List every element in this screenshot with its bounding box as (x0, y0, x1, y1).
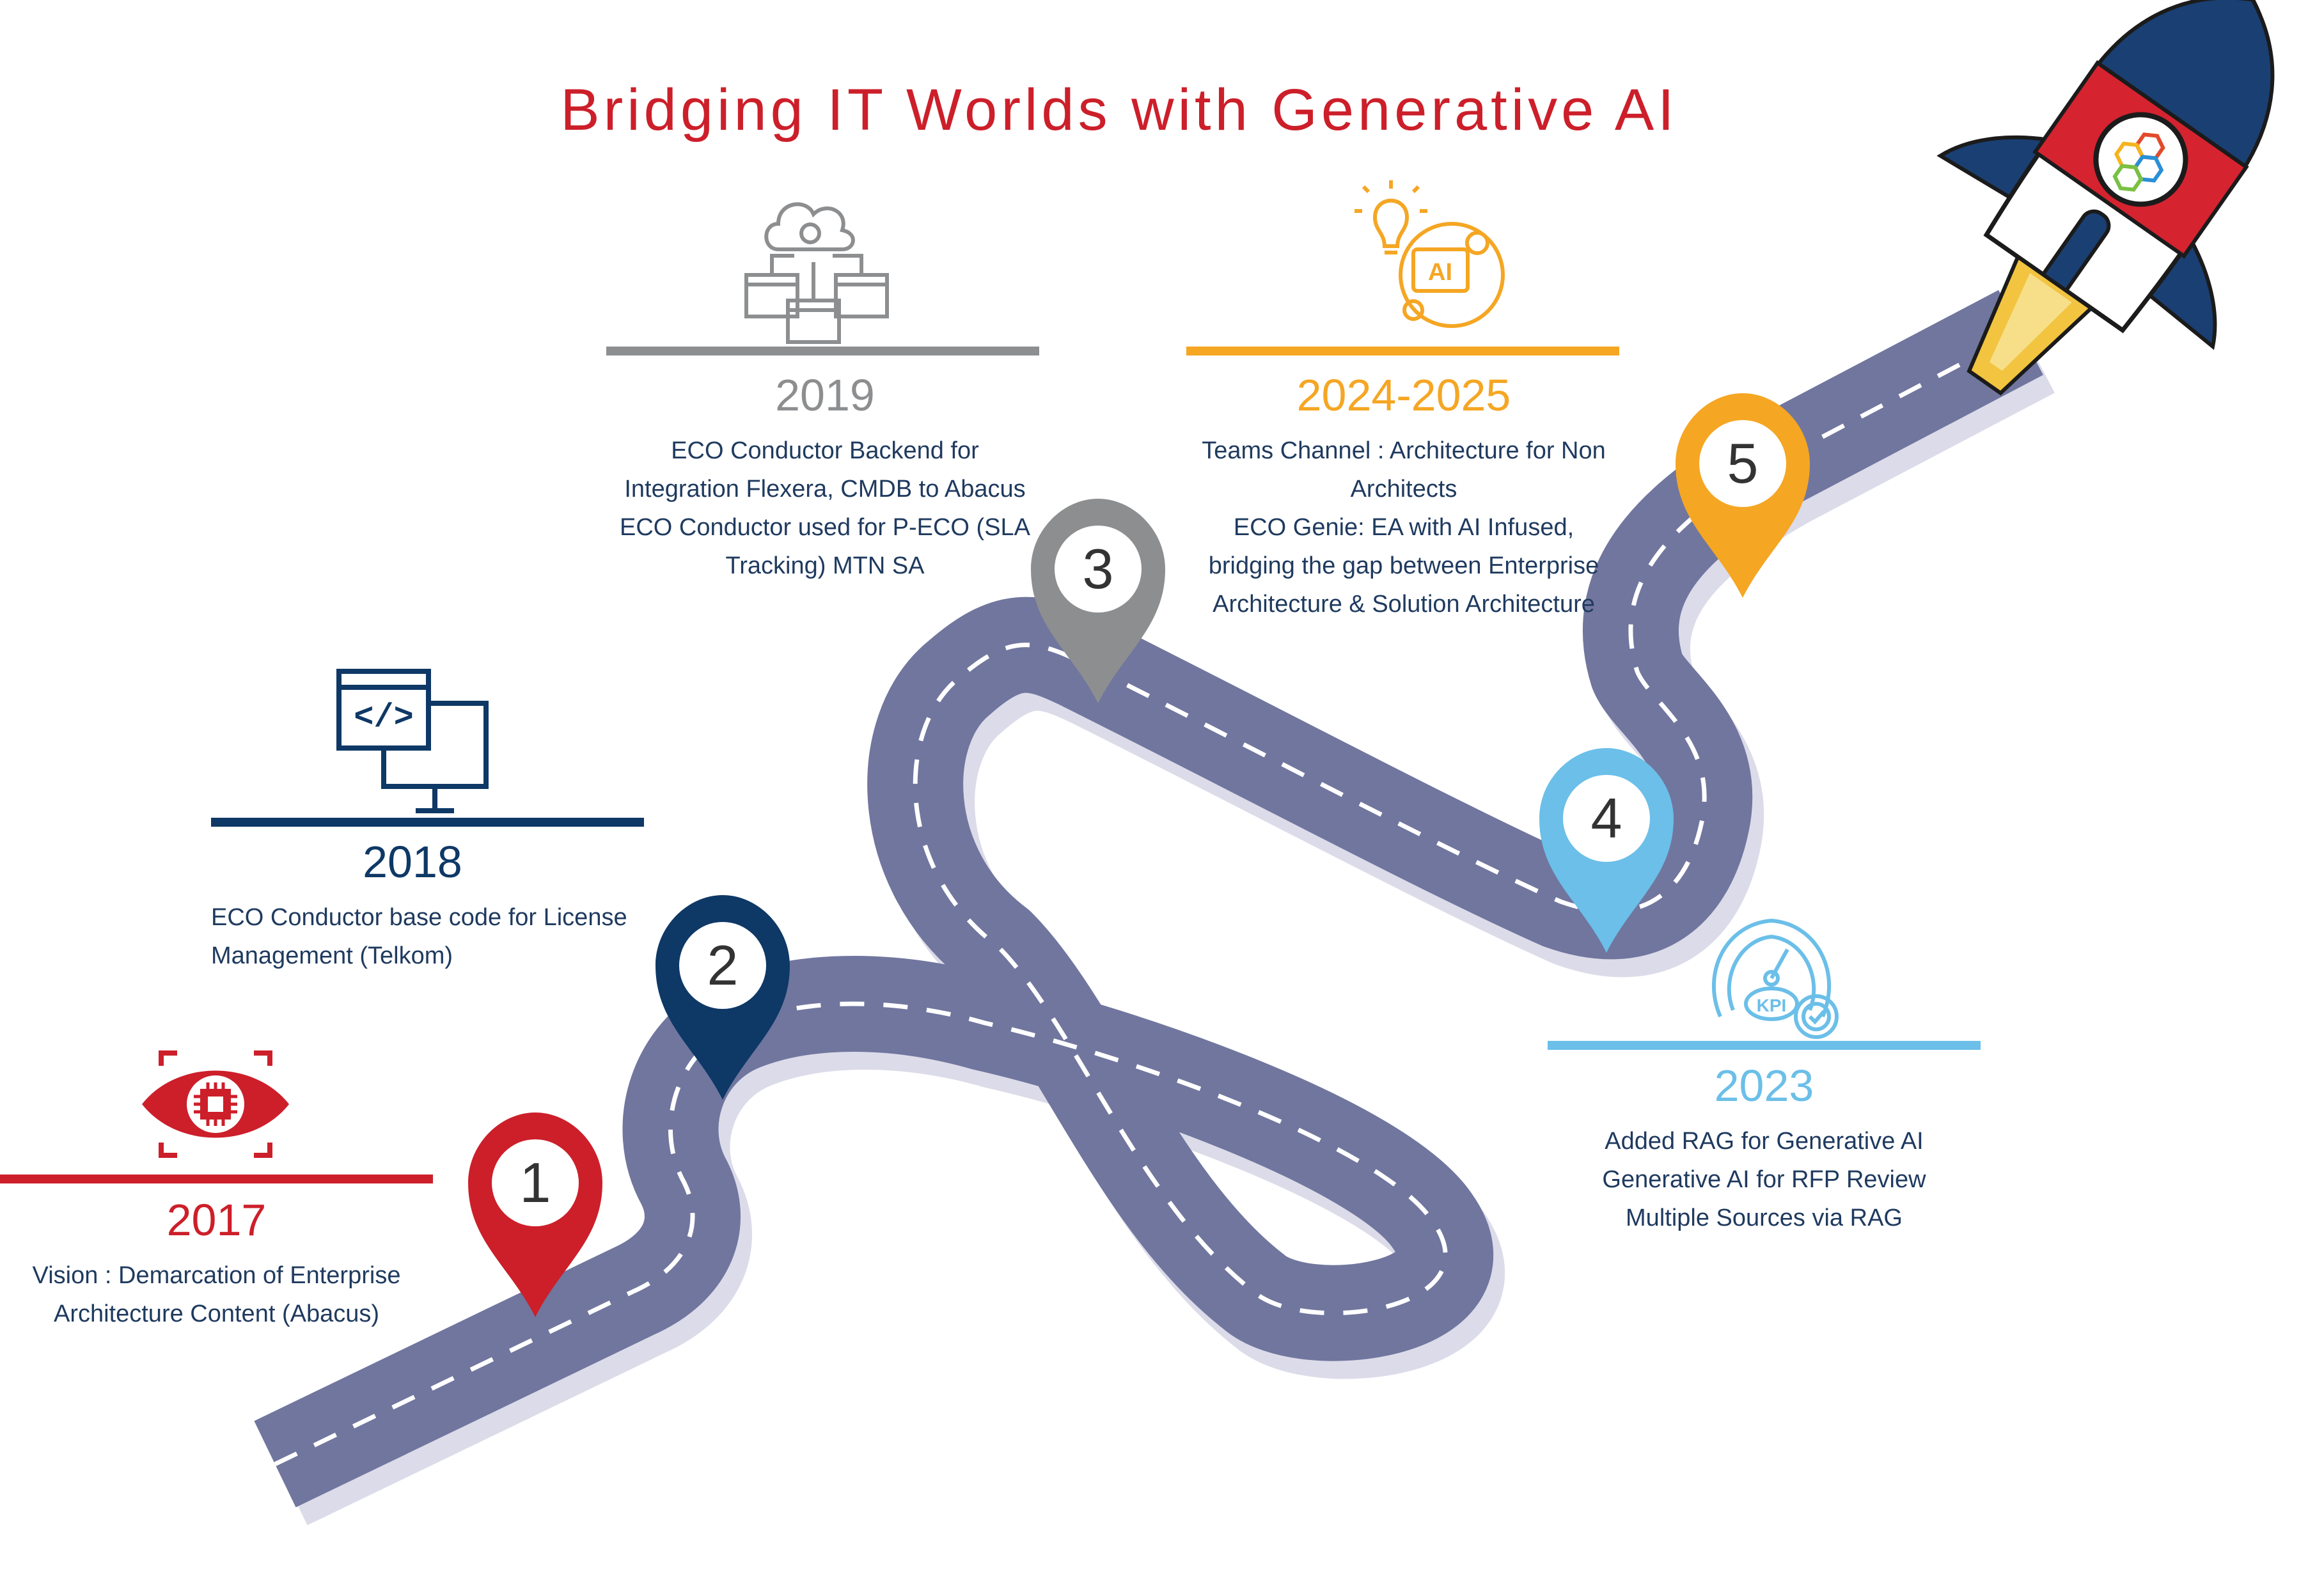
description-line: Vision : Demarcation of Enterprise (32, 1262, 401, 1289)
description-line: ECO Conductor base code for License (211, 904, 627, 931)
location-pin-2: 2 (656, 895, 790, 1100)
kpi-gauge-icon: KPI (1712, 918, 1839, 1039)
pin-center (1563, 775, 1650, 862)
description-line: ECO Conductor used for P-ECO (SLA (619, 514, 1031, 541)
milestone-2019: 2019 ECO Conductor Backend for Integrati… (582, 371, 1068, 585)
location-pin-1: 1 (468, 1112, 602, 1317)
timeline-bar-2024-2025 (1186, 347, 1619, 355)
page-title: Bridging IT Worlds with Generative AI (560, 77, 1678, 143)
description-line: Generative AI for RFP Review (1602, 1166, 1926, 1193)
svg-text:KPI: KPI (1757, 995, 1787, 1015)
location-pin-5: 5 (1676, 393, 1810, 598)
svg-text:AI: AI (1428, 259, 1452, 286)
pin-center (679, 922, 766, 1009)
location-pin-4: 4 (1539, 748, 1674, 953)
milestone-year: 2023 (1714, 1061, 1814, 1111)
pin-number: 5 (1727, 432, 1759, 495)
timeline-bar-2019 (606, 347, 1039, 355)
description-line: Architecture & Solution Architecture (1213, 591, 1595, 618)
pin-number: 2 (707, 933, 739, 997)
milestone-year: 2019 (775, 370, 875, 420)
description-line: Teams Channel : Architecture for Non (1202, 437, 1606, 464)
milestone-2017: 2017 Vision : Demarcation of Enterprise … (0, 1196, 433, 1333)
timeline-bar-2023 (1548, 1041, 1981, 1050)
milestone-2018: 2018 ECO Conductor base code for License… (211, 838, 644, 975)
description-line: Added RAG for Generative AI (1605, 1128, 1924, 1155)
pin-number: 3 (1083, 537, 1114, 600)
description-line: Integration Flexera, CMDB to Abacus (624, 476, 1026, 503)
svg-text:</>: </> (354, 699, 414, 737)
hexagon-logo-icon (2112, 132, 2165, 192)
cloud-integration-icon (744, 202, 889, 344)
description-line: Architects (1350, 476, 1457, 503)
pin-number: 1 (520, 1151, 551, 1214)
milestone-description: Vision : Demarcation of Enterprise Archi… (0, 1256, 433, 1333)
road-surface (254, 290, 2043, 1508)
description-line: Multiple Sources via RAG (1626, 1205, 1903, 1231)
description-line: Tracking) MTN SA (725, 552, 925, 579)
milestone-year: 2017 (166, 1195, 267, 1245)
description-line: Architecture Content (Abacus) (53, 1300, 379, 1327)
pin-center (492, 1139, 579, 1226)
code-monitor-icon: </> (336, 669, 489, 813)
pin-center (1055, 526, 1142, 613)
milestone-2023: 2023 Added RAG for Generative AI Generat… (1548, 1061, 1981, 1237)
rocket-icon (1936, 0, 2275, 396)
timeline-bar-2017 (0, 1175, 433, 1183)
ai-lightbulb-icon: AI (1354, 180, 1505, 328)
milestone-description: ECO Conductor Backend for Integration Fl… (582, 432, 1068, 585)
pin-number: 4 (1591, 786, 1622, 850)
milestone-year: 2018 (363, 837, 462, 887)
eye-chip-icon (142, 1050, 289, 1158)
description-line: ECO Conductor Backend for (671, 437, 979, 464)
milestone-description: Added RAG for Generative AI Generative A… (1548, 1122, 1981, 1237)
description-line: bridging the gap between Enterprise (1208, 552, 1599, 579)
milestone-year: 2024-2025 (1296, 370, 1511, 420)
road (254, 290, 2055, 1526)
description-line: Management (Telkom) (211, 942, 453, 969)
description-line: ECO Genie: EA with AI Infused, (1233, 514, 1574, 541)
timeline-bar-2018 (211, 818, 644, 827)
milestone-description: Teams Channel : Architecture for Non Arc… (1151, 432, 1656, 623)
location-pin-3: 3 (1031, 499, 1165, 703)
milestone-2024-2025: 2024-2025 Teams Channel : Architecture f… (1151, 371, 1656, 623)
pin-center (1699, 420, 1786, 507)
milestone-description: ECO Conductor base code for License Mana… (211, 898, 644, 975)
